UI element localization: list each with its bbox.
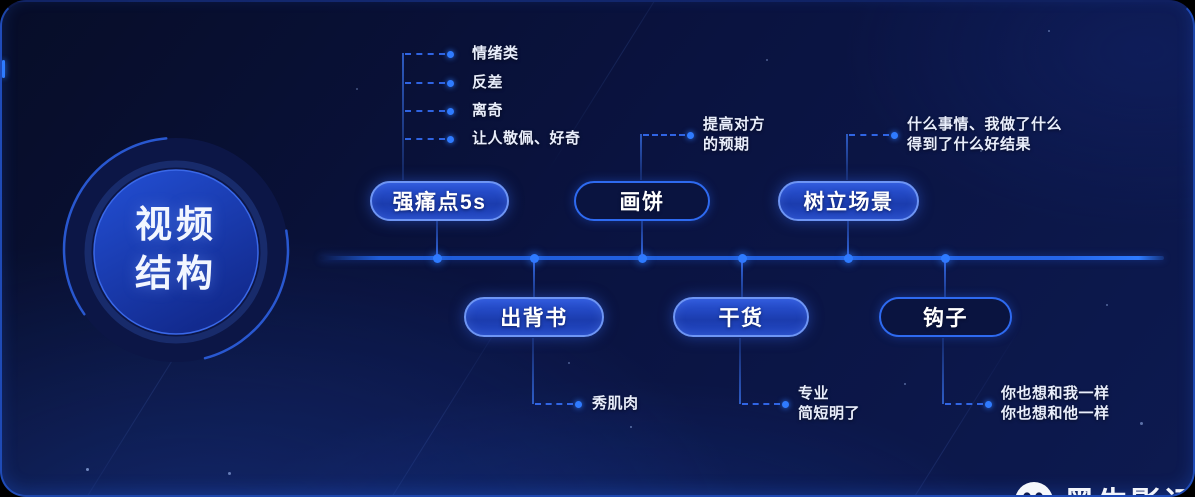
node-set-the-scene: 树立场景 [778, 181, 919, 221]
annotation-branch-line [739, 338, 741, 404]
page-title-line1: 视频 [135, 204, 217, 246]
annotation-text: 提高对方 的预期 [703, 115, 765, 155]
annotation-text: 离奇 [472, 102, 504, 119]
smiley-face-icon [1015, 481, 1053, 495]
connector-line [533, 260, 535, 297]
video-structure-circle-art [62, 137, 290, 362]
annotation-text-line: 简短明了 [798, 405, 861, 422]
node-strong-pain-point-5s: 强痛点5s [370, 181, 509, 221]
annotation-branch-line [640, 134, 642, 180]
star-dot [1140, 422, 1143, 425]
annotation-text: 你也想和我一样 你也想和他一样 [1001, 384, 1110, 424]
brand-watermark-text: 黑牛影记 [1064, 478, 1193, 495]
timeline-dot [432, 253, 442, 263]
annotation-dot [447, 79, 454, 87]
connector-line [641, 221, 643, 257]
annotation-dashed-line [945, 403, 983, 405]
annotation-dot [447, 135, 454, 143]
annotation-dashed-line [643, 134, 685, 136]
node-dry-goods: 干货 [673, 297, 809, 337]
star-dot [568, 362, 570, 364]
star-dot [356, 88, 358, 90]
annotation-text: 专业 简短明了 [798, 384, 860, 424]
annotation-dashed-line [742, 403, 780, 405]
annotation-text-line: 提高对方 [703, 116, 766, 133]
star-dot [904, 383, 906, 385]
star-dot [228, 472, 231, 475]
annotation-dot [782, 400, 789, 408]
timeline-dot [529, 253, 539, 263]
annotation-text: 什么事情、我做了什么 得到了什么好结果 [907, 115, 1062, 155]
annotation-dot [447, 50, 454, 58]
annotation-text-line: 得到了什么好结果 [907, 136, 1032, 153]
node-paint-a-picture: 画饼 [574, 181, 710, 221]
timeline-dot [843, 253, 853, 263]
annotation-dashed-line [405, 138, 445, 140]
star-dot [86, 468, 89, 471]
page-title: 视频 结构 [54, 128, 298, 372]
annotation-dot [687, 131, 694, 139]
annotation-branch-line [942, 338, 944, 404]
annotation-dashed-line [849, 134, 889, 136]
star-dot [1048, 30, 1050, 32]
annotation-dashed-line [405, 110, 445, 112]
star-dot [630, 426, 632, 428]
annotation-text-line: 你也想和他一样 [1001, 405, 1110, 422]
annotation-branch-line [532, 338, 534, 404]
annotation-branch-line [846, 134, 848, 180]
annotation-text-line: 你也想和我一样 [1001, 385, 1110, 402]
timeline-dot [637, 253, 647, 263]
timeline-dot [737, 253, 747, 263]
annotation-text-line: 什么事情、我做了什么 [907, 116, 1063, 133]
annotation-text: 情绪类 [472, 45, 519, 62]
annotation-text: 反差 [472, 74, 504, 91]
node-endorsement: 出背书 [464, 297, 604, 337]
annotation-text: 让人敬佩、好奇 [472, 130, 581, 147]
annotation-dot [985, 400, 992, 408]
annotation-dashed-line [535, 403, 573, 405]
page-title-line2: 结构 [135, 253, 217, 294]
annotation-branch-line [402, 53, 404, 180]
annotation-dashed-line [405, 53, 445, 55]
star-dot [1106, 304, 1108, 306]
connector-line [741, 260, 743, 297]
annotation-text-line: 的预期 [703, 136, 750, 153]
edge-accent-decoration [2, 60, 5, 78]
annotation-dot [891, 131, 898, 139]
annotation-text: 秀肌肉 [592, 395, 639, 412]
brand-watermark: 黑牛影记 [1014, 478, 1193, 495]
annotation-dashed-line [405, 82, 445, 84]
connector-line [944, 260, 946, 297]
node-hook: 钩子 [879, 297, 1012, 337]
annotation-dot [447, 107, 454, 115]
annotation-dot [575, 400, 582, 408]
connector-line [436, 221, 438, 257]
timeline-dot [940, 253, 950, 263]
annotation-text-line: 专业 [798, 385, 830, 402]
star-dot [766, 59, 768, 61]
connector-line [847, 221, 849, 257]
